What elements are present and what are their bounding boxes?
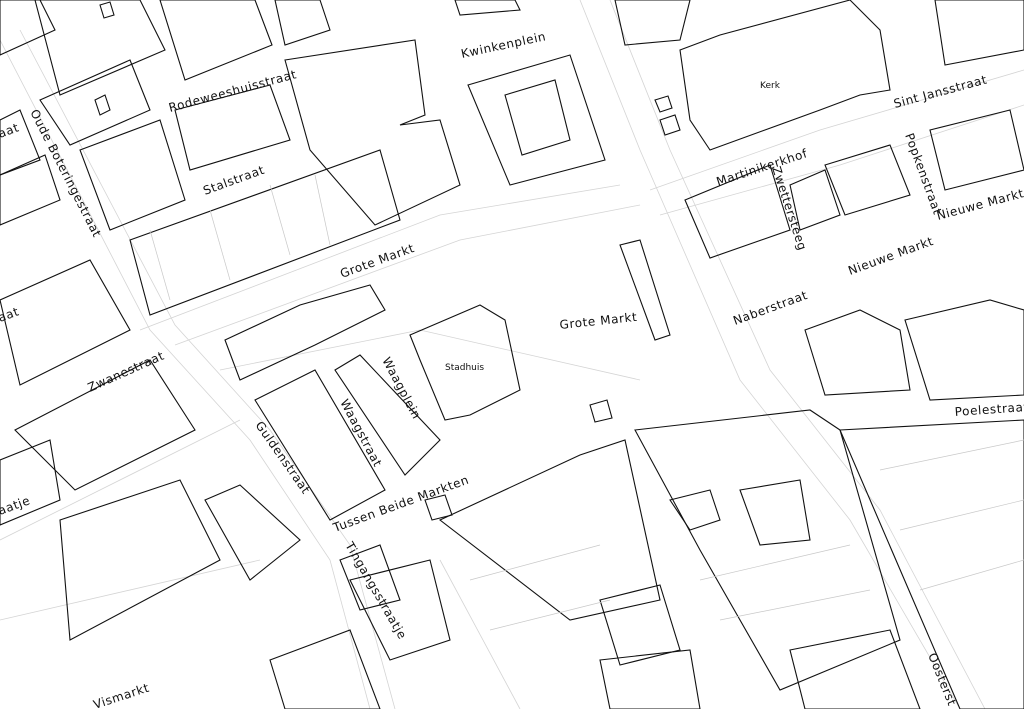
landmark-labels: Kerk Stadhuis bbox=[445, 81, 781, 373]
street-label-grote-markt-center: Grote Markt bbox=[559, 310, 638, 332]
street-label-oude-boteringestraat: Oude Boteringestraat bbox=[27, 107, 104, 240]
street-label-edge-at: aat bbox=[0, 304, 21, 324]
street-label-popkenstraat: Popkenstraat bbox=[902, 131, 944, 216]
street-label-naberstraat: Naberstraat bbox=[731, 288, 809, 328]
street-label-poelestraat: Poelestraat bbox=[954, 400, 1024, 419]
street-label-stalstraat: Stalstraat bbox=[201, 163, 266, 198]
street-label-waagplein: Waagplein bbox=[379, 355, 423, 422]
landmark-label-stadhuis: Stadhuis bbox=[445, 363, 484, 373]
street-label-sint-jansstraat: Sint Jansstraat bbox=[892, 72, 988, 110]
street-label-nieuwe-markt: Nieuwe Markt bbox=[846, 234, 935, 278]
landmark-label-kerk: Kerk bbox=[760, 81, 781, 91]
street-label-edge-aat: aat bbox=[0, 120, 21, 140]
street-label-kwinkenplein: Kwinkenplein bbox=[460, 29, 548, 61]
street-label-vismarkt: Vismarkt bbox=[92, 681, 151, 709]
street-labels: Kwinkenplein Rodeweeshuisstraat Oude Bot… bbox=[0, 29, 1024, 709]
street-label-oosterstraat: Oosterst bbox=[925, 651, 959, 708]
street-label-zwanestraat: Zwanestraat bbox=[86, 348, 167, 394]
lot-lines bbox=[149, 174, 1024, 631]
street-label-nieuwe-markt-east: Nieuwe Markt bbox=[935, 186, 1024, 223]
street-label-grote-markt-north: Grote Markt bbox=[338, 241, 416, 281]
street-label-tussen-beide-markten: Tussen Beide Markten bbox=[330, 473, 471, 536]
street-label-zwettersteeg: Zwettersteeg bbox=[769, 165, 809, 253]
